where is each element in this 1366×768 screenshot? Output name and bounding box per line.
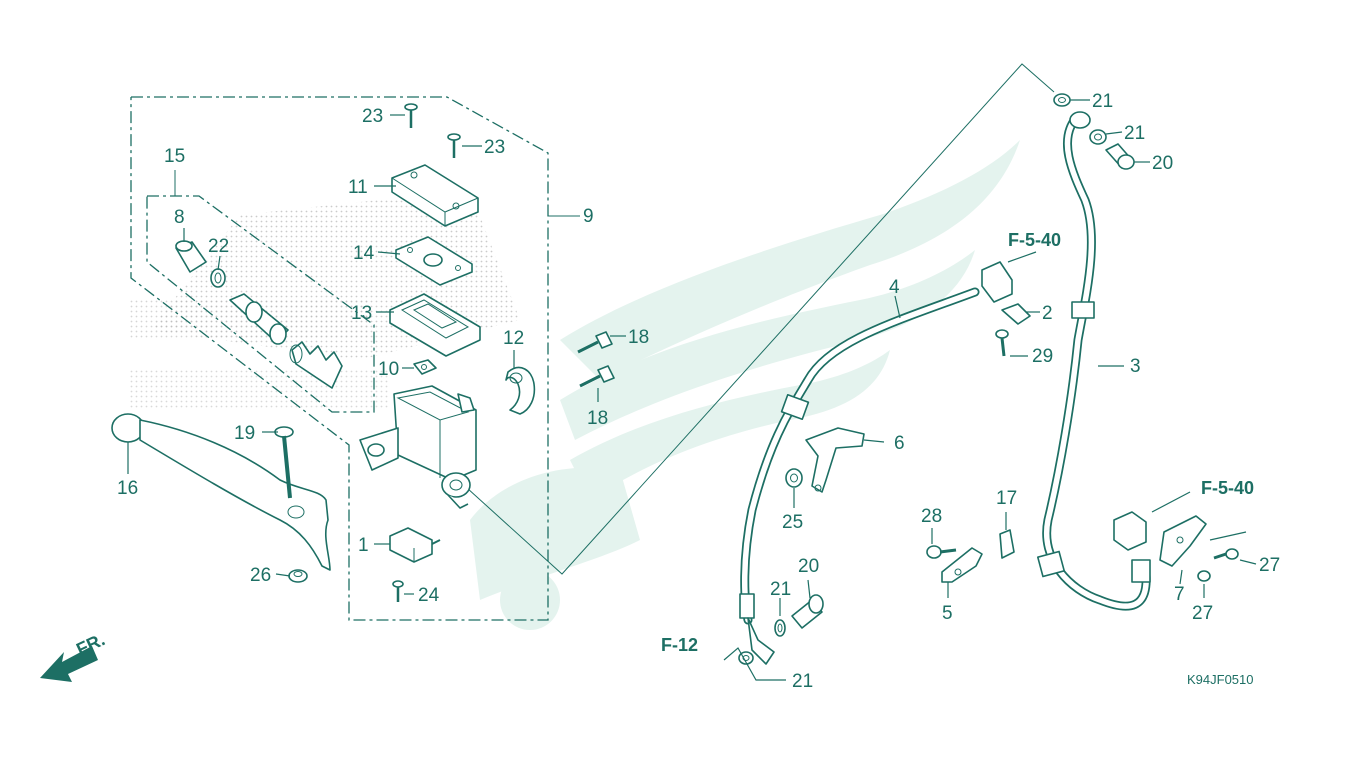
screw-24 <box>392 580 404 602</box>
bolt-20-top <box>1105 143 1135 170</box>
bolt-29 <box>995 329 1009 357</box>
washer-21-b <box>1089 129 1107 145</box>
callout-4: 4 <box>889 277 900 298</box>
front-direction-arrow-icon: FR. <box>40 629 108 682</box>
spring <box>289 341 343 389</box>
clamp-2 <box>1001 303 1031 325</box>
callout-21-bottom-a: 21 <box>770 579 791 600</box>
callout-15: 15 <box>164 146 185 167</box>
callout-9: 9 <box>583 206 594 227</box>
callout-21-top-b: 21 <box>1124 123 1145 144</box>
bracket-7 <box>1159 515 1207 567</box>
leader-lines <box>127 99 1257 681</box>
bolt-27-b <box>1197 570 1211 582</box>
callout-13: 13 <box>351 303 372 324</box>
ref-f540-right: F-5-40 <box>1201 478 1254 498</box>
callout-23-right: 23 <box>484 137 505 158</box>
screw-23-right <box>447 133 461 158</box>
callout-21-top-a: 21 <box>1092 91 1113 112</box>
ref-f540-top: F-5-40 <box>1008 230 1061 250</box>
callout-2: 2 <box>1042 303 1053 324</box>
diaphragm-plate-14 <box>395 236 473 286</box>
washer-21-c <box>774 619 786 637</box>
callout-26: 26 <box>250 565 271 586</box>
reservoir-cap-11 <box>391 164 479 227</box>
bracket-5 <box>941 547 983 583</box>
callout-27-right: 27 <box>1259 555 1280 576</box>
bolt-20-bottom <box>791 594 824 629</box>
bolt-18-bottom <box>579 365 615 388</box>
nut-26 <box>288 569 308 583</box>
holder-12 <box>505 366 536 415</box>
callout-18-bottom: 18 <box>587 408 608 429</box>
callout-24: 24 <box>418 585 440 606</box>
clip-17 <box>999 529 1015 559</box>
washer-21-a <box>1053 93 1071 107</box>
clip-10 <box>413 359 437 375</box>
nut-25 <box>785 468 803 488</box>
diaphragm-13 <box>389 293 481 357</box>
watermark-wing <box>470 140 1020 630</box>
callout-23-left: 23 <box>362 106 383 127</box>
assembly-outline-9 <box>130 96 549 621</box>
callout-20-top: 20 <box>1152 153 1173 174</box>
callout-28: 28 <box>921 506 942 527</box>
callout-20-bottom: 20 <box>798 556 819 577</box>
callout-numbers: 23 23 15 11 8 9 22 14 13 12 18 10 18 19 … <box>117 91 1280 692</box>
ref-f12: F-12 <box>661 635 698 655</box>
callout-12: 12 <box>503 328 524 349</box>
bolt-27-a <box>1213 548 1239 560</box>
bracket-6 <box>805 427 865 493</box>
circlip-22 <box>210 268 226 288</box>
callout-10: 10 <box>378 359 399 380</box>
callout-27-bottom: 27 <box>1192 603 1213 624</box>
callout-6: 6 <box>894 433 905 454</box>
callout-29: 29 <box>1032 346 1053 367</box>
stop-switch-1 <box>389 527 441 563</box>
callout-11: 11 <box>348 177 368 198</box>
callout-5: 5 <box>942 603 953 624</box>
diagram-code: K94JF0510 <box>1187 672 1254 687</box>
bolt-28 <box>926 545 957 559</box>
callout-18-top: 18 <box>628 327 649 348</box>
callout-16: 16 <box>117 478 138 499</box>
callout-3: 3 <box>1130 356 1141 377</box>
leader-long <box>466 63 1055 575</box>
callout-8: 8 <box>174 207 185 228</box>
callout-25: 25 <box>782 512 803 533</box>
callout-19: 19 <box>234 423 255 444</box>
screw-23-left <box>404 103 418 128</box>
piston-assembly <box>229 293 289 345</box>
assembly-outline-15 <box>146 195 375 413</box>
brake-lever-16 <box>111 413 331 571</box>
callout-7: 7 <box>1174 584 1185 605</box>
bolt-18-top <box>577 331 613 354</box>
callout-1: 1 <box>358 535 369 556</box>
callout-17: 17 <box>996 488 1017 509</box>
callout-21-bottom-b: 21 <box>792 671 813 692</box>
brake-hose-4 <box>739 261 1013 665</box>
brake-hose-3 <box>1036 111 1151 611</box>
master-cylinder-body <box>359 385 477 509</box>
callout-14: 14 <box>353 243 375 264</box>
boot-8 <box>175 240 207 273</box>
callout-22: 22 <box>208 236 229 257</box>
